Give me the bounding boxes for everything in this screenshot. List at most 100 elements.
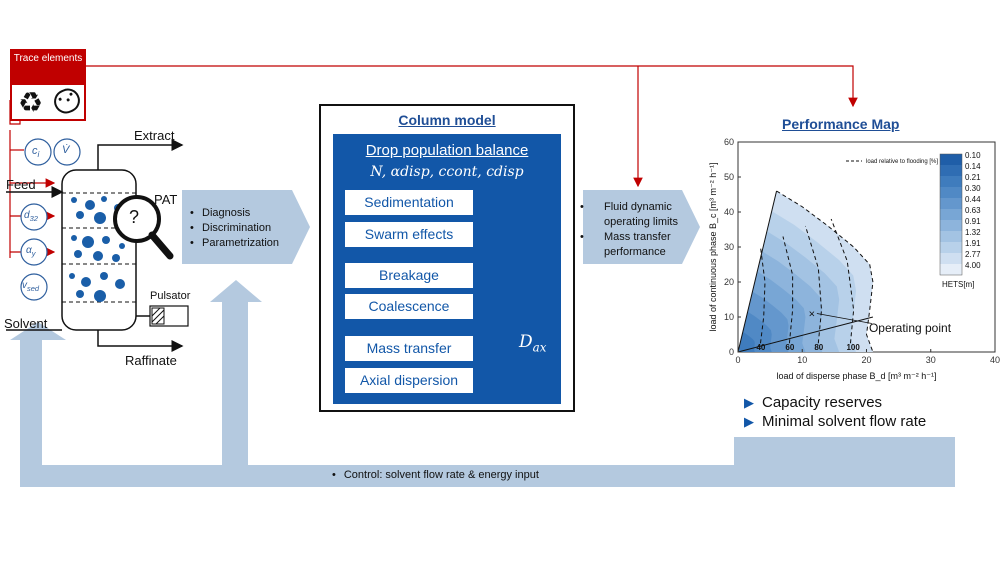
colorbar-tick-label: 0.21 (965, 173, 981, 182)
colorbar-cell (940, 187, 962, 198)
bullet-fluid-dynamic: Fluid dynamic operating limits (592, 200, 692, 230)
flooding-level-label: 80 (814, 343, 823, 352)
x-tick-label: 0 (735, 355, 740, 365)
column-streams (6, 139, 184, 352)
colorbar-tick-label: 0.44 (965, 195, 981, 204)
colorbar-cell (940, 154, 962, 165)
pill-swarm-effects: Swarm effects (345, 222, 473, 247)
bullet-mass-transfer: Mass transfer performance (592, 230, 692, 260)
bullet-parametrization: Parametrization (190, 236, 279, 251)
colorbar-cell (940, 220, 962, 231)
y-axis-label: load of continuous phase B_c [m³ m⁻² h⁻¹… (708, 162, 718, 331)
column-model-title: Column model (398, 112, 496, 128)
input-ci-label: ci (32, 145, 40, 160)
magnifier-icon (113, 195, 174, 260)
colorbar-label: HETS[m] (942, 280, 974, 289)
pat-label: PAT (154, 192, 178, 207)
colorbar-frame (939, 153, 963, 276)
colorbar-tick-label: 0.30 (965, 184, 981, 193)
y-tick-label: 0 (729, 347, 734, 357)
x-tick-label: 40 (990, 355, 1000, 365)
flooding-boundary-lower (737, 316, 874, 353)
column-model-box: Column model Drop population balance N, … (319, 104, 575, 412)
bullet-discrimination: Discrimination (190, 221, 279, 236)
colorbar-tick-label: 2.77 (965, 250, 981, 259)
control-feedback-arrow (10, 280, 955, 487)
operating-point-marker: × (809, 309, 815, 321)
colorbar-cell (940, 242, 962, 253)
pill-coalescence: Coalescence (345, 294, 473, 319)
colorbar-cell (940, 165, 962, 176)
colorbar-cell (940, 231, 962, 242)
trace-elements-label: Trace elements (10, 49, 86, 83)
colorbar-cell (940, 253, 962, 264)
colorbar-tick-label: 0.10 (965, 151, 981, 160)
flooding-100-outer (776, 190, 874, 353)
takeaway-capacity: ▶Capacity reserves (744, 394, 883, 411)
colorbar-tick-label: 4.00 (965, 261, 981, 270)
colorbar-tick-label: 1.32 (965, 228, 981, 237)
flooding-curve-60 (782, 236, 794, 344)
flooding-curve-40 (759, 246, 766, 344)
colorbar-tick-label: 0.63 (965, 206, 981, 215)
performance-map-title: Performance Map (782, 116, 900, 132)
flooding-boundary-left (737, 190, 778, 353)
solvent-label: Solvent (4, 316, 48, 331)
y-tick-label: 50 (724, 172, 734, 182)
feed-label: Feed (6, 177, 36, 192)
pill-breakage: Breakage (345, 263, 473, 288)
colorbar-cell (940, 209, 962, 220)
input-circles (20, 138, 81, 301)
input-vsed-label: vsed (22, 280, 40, 293)
hets-band (738, 331, 755, 352)
question-mark: ? (129, 207, 140, 227)
control-text: •Control: solvent flow rate & energy inp… (332, 469, 539, 481)
bullet-diagnosis: Diagnosis (190, 206, 279, 221)
pill-sedimentation: Sedimentation (345, 190, 473, 215)
trace-icons: ♻ (10, 83, 86, 121)
population-balance-title: Drop population balance (365, 142, 529, 159)
flooding-curve-100 (830, 218, 855, 344)
trace-connectors (9, 65, 858, 258)
pulsator-label: Pulsator (150, 290, 191, 302)
pulsator (149, 305, 189, 327)
x-axis-label: load of disperse phase B_d [m³ m⁻² h⁻¹] (776, 371, 936, 381)
input-vdot-label: V̇ (62, 144, 70, 156)
x-tick-label: 20 (861, 355, 871, 365)
triangle-icon: ▶ (744, 395, 754, 410)
x-tick-label: 30 (926, 355, 936, 365)
y-tick-label: 30 (724, 242, 734, 252)
y-tick-label: 10 (724, 312, 734, 322)
bacteria-icon (50, 84, 84, 118)
flooding-level-label: 60 (785, 343, 794, 352)
colorbar-tick-label: 1.91 (965, 239, 981, 248)
legend-line-label: load relative to flooding [%] (866, 159, 938, 165)
colorbar-tick-label: 0.14 (965, 162, 981, 171)
operating-point-label: Operating point (869, 321, 952, 335)
flooding-curve-80 (804, 225, 823, 344)
y-tick-label: 40 (724, 207, 734, 217)
x-tick-label: 10 (797, 355, 807, 365)
dax-label: Dax (519, 332, 547, 355)
takeaway-solvent: ▶Minimal solvent flow rate (744, 413, 927, 430)
operating-point-leader (816, 313, 872, 324)
flooding-level-label: 40 (756, 343, 765, 352)
limits-bullets: Fluid dynamic operating limits Mass tran… (592, 200, 692, 260)
input-alpha-label: αy (26, 245, 36, 258)
colorbar-cell (940, 264, 962, 275)
y-tick-label: 20 (724, 277, 734, 287)
recycle-icon: ♻ (18, 87, 44, 118)
colorbar-cell (940, 176, 962, 187)
extraction-column (61, 169, 137, 331)
pill-axial-dispersion: Axial dispersion (345, 368, 473, 393)
colorbar-tick-label: 0.91 (965, 217, 981, 226)
droplets (69, 196, 125, 302)
population-balance-vars: N, αdisp, ccont, cdisp (370, 164, 524, 180)
raffinate-label: Raffinate (125, 353, 177, 368)
diagnosis-bullets: Diagnosis Discrimination Parametrization (190, 206, 279, 251)
triangle-icon: ▶ (744, 414, 754, 429)
flooding-level-label: 100 (846, 343, 860, 352)
pill-mass-transfer: Mass transfer (345, 336, 473, 361)
population-balance-panel: Drop population balance N, αdisp, ccont,… (333, 134, 561, 404)
